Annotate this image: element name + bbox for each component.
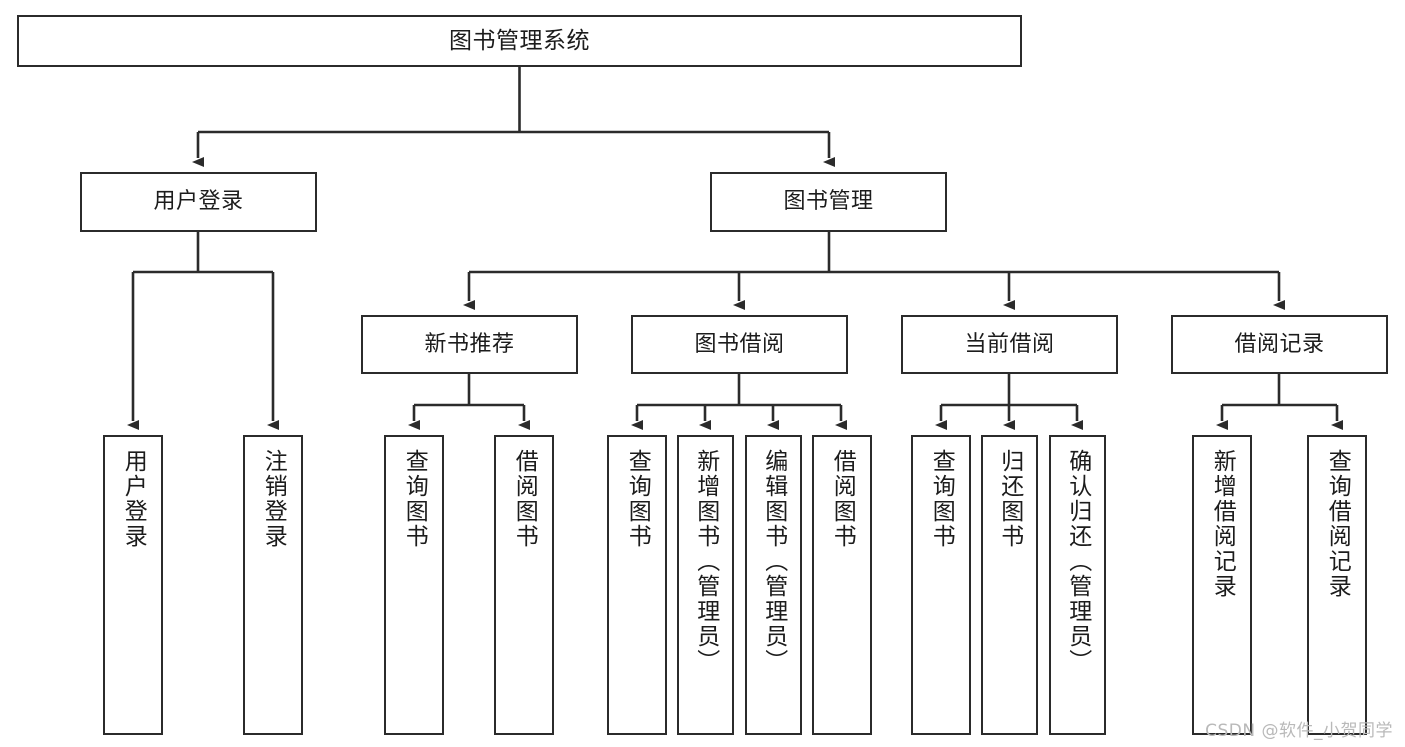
leaf-borrow-book-1-label: 借阅图书	[511, 449, 538, 549]
leaf-add-book-admin[interactable]: 新增图书（管理员）	[677, 435, 734, 735]
node-user-login-label: 用户登录	[153, 189, 244, 215]
leaf-query-book-2-label: 查询图书	[624, 449, 651, 549]
node-root[interactable]: 图书管理系统	[17, 15, 1022, 67]
leaf-query-book-3-label: 查询图书	[928, 449, 955, 549]
leaf-edit-book-admin-label: 编辑图书（管理员）	[760, 449, 787, 674]
leaf-confirm-return-admin[interactable]: 确认归还（管理员）	[1049, 435, 1106, 735]
node-user-login[interactable]: 用户登录	[80, 172, 317, 232]
node-new-book-recommend-label: 新书推荐	[424, 331, 515, 357]
leaf-user-logout[interactable]: 注销登录	[243, 435, 303, 735]
node-borrow-record[interactable]: 借阅记录	[1171, 315, 1388, 374]
leaf-query-book-3[interactable]: 查询图书	[911, 435, 971, 735]
leaf-borrow-book-1[interactable]: 借阅图书	[494, 435, 554, 735]
leaf-query-book-1-label: 查询图书	[401, 449, 428, 549]
leaf-user-login[interactable]: 用户登录	[103, 435, 163, 735]
leaf-user-logout-label: 注销登录	[260, 449, 287, 549]
node-book-borrow[interactable]: 图书借阅	[631, 315, 848, 374]
leaf-add-book-admin-label: 新增图书（管理员）	[692, 449, 719, 674]
node-book-management[interactable]: 图书管理	[710, 172, 947, 232]
leaf-query-book-1[interactable]: 查询图书	[384, 435, 444, 735]
node-root-label: 图书管理系统	[449, 27, 590, 54]
leaf-edit-book-admin[interactable]: 编辑图书（管理员）	[745, 435, 802, 735]
node-new-book-recommend[interactable]: 新书推荐	[361, 315, 578, 374]
node-book-management-label: 图书管理	[783, 189, 874, 215]
leaf-borrow-book-2-label: 借阅图书	[829, 449, 856, 549]
node-current-borrow[interactable]: 当前借阅	[901, 315, 1118, 374]
leaf-add-borrow-record-label: 新增借阅记录	[1209, 449, 1236, 599]
leaf-return-book[interactable]: 归还图书	[981, 435, 1038, 735]
node-borrow-record-label: 借阅记录	[1234, 331, 1325, 357]
leaf-return-book-label: 归还图书	[996, 449, 1023, 549]
node-current-borrow-label: 当前借阅	[964, 331, 1055, 357]
csdn-watermark: CSDN @软件_小贺同学	[1205, 721, 1393, 741]
leaf-borrow-book-2[interactable]: 借阅图书	[812, 435, 872, 735]
leaf-add-borrow-record[interactable]: 新增借阅记录	[1192, 435, 1252, 735]
leaf-confirm-return-admin-label: 确认归还（管理员）	[1064, 449, 1091, 674]
leaf-user-login-label: 用户登录	[120, 449, 147, 549]
leaf-query-borrow-record[interactable]: 查询借阅记录	[1307, 435, 1367, 735]
leaf-query-borrow-record-label: 查询借阅记录	[1324, 449, 1351, 599]
leaf-query-book-2[interactable]: 查询图书	[607, 435, 667, 735]
node-book-borrow-label: 图书借阅	[694, 331, 785, 357]
